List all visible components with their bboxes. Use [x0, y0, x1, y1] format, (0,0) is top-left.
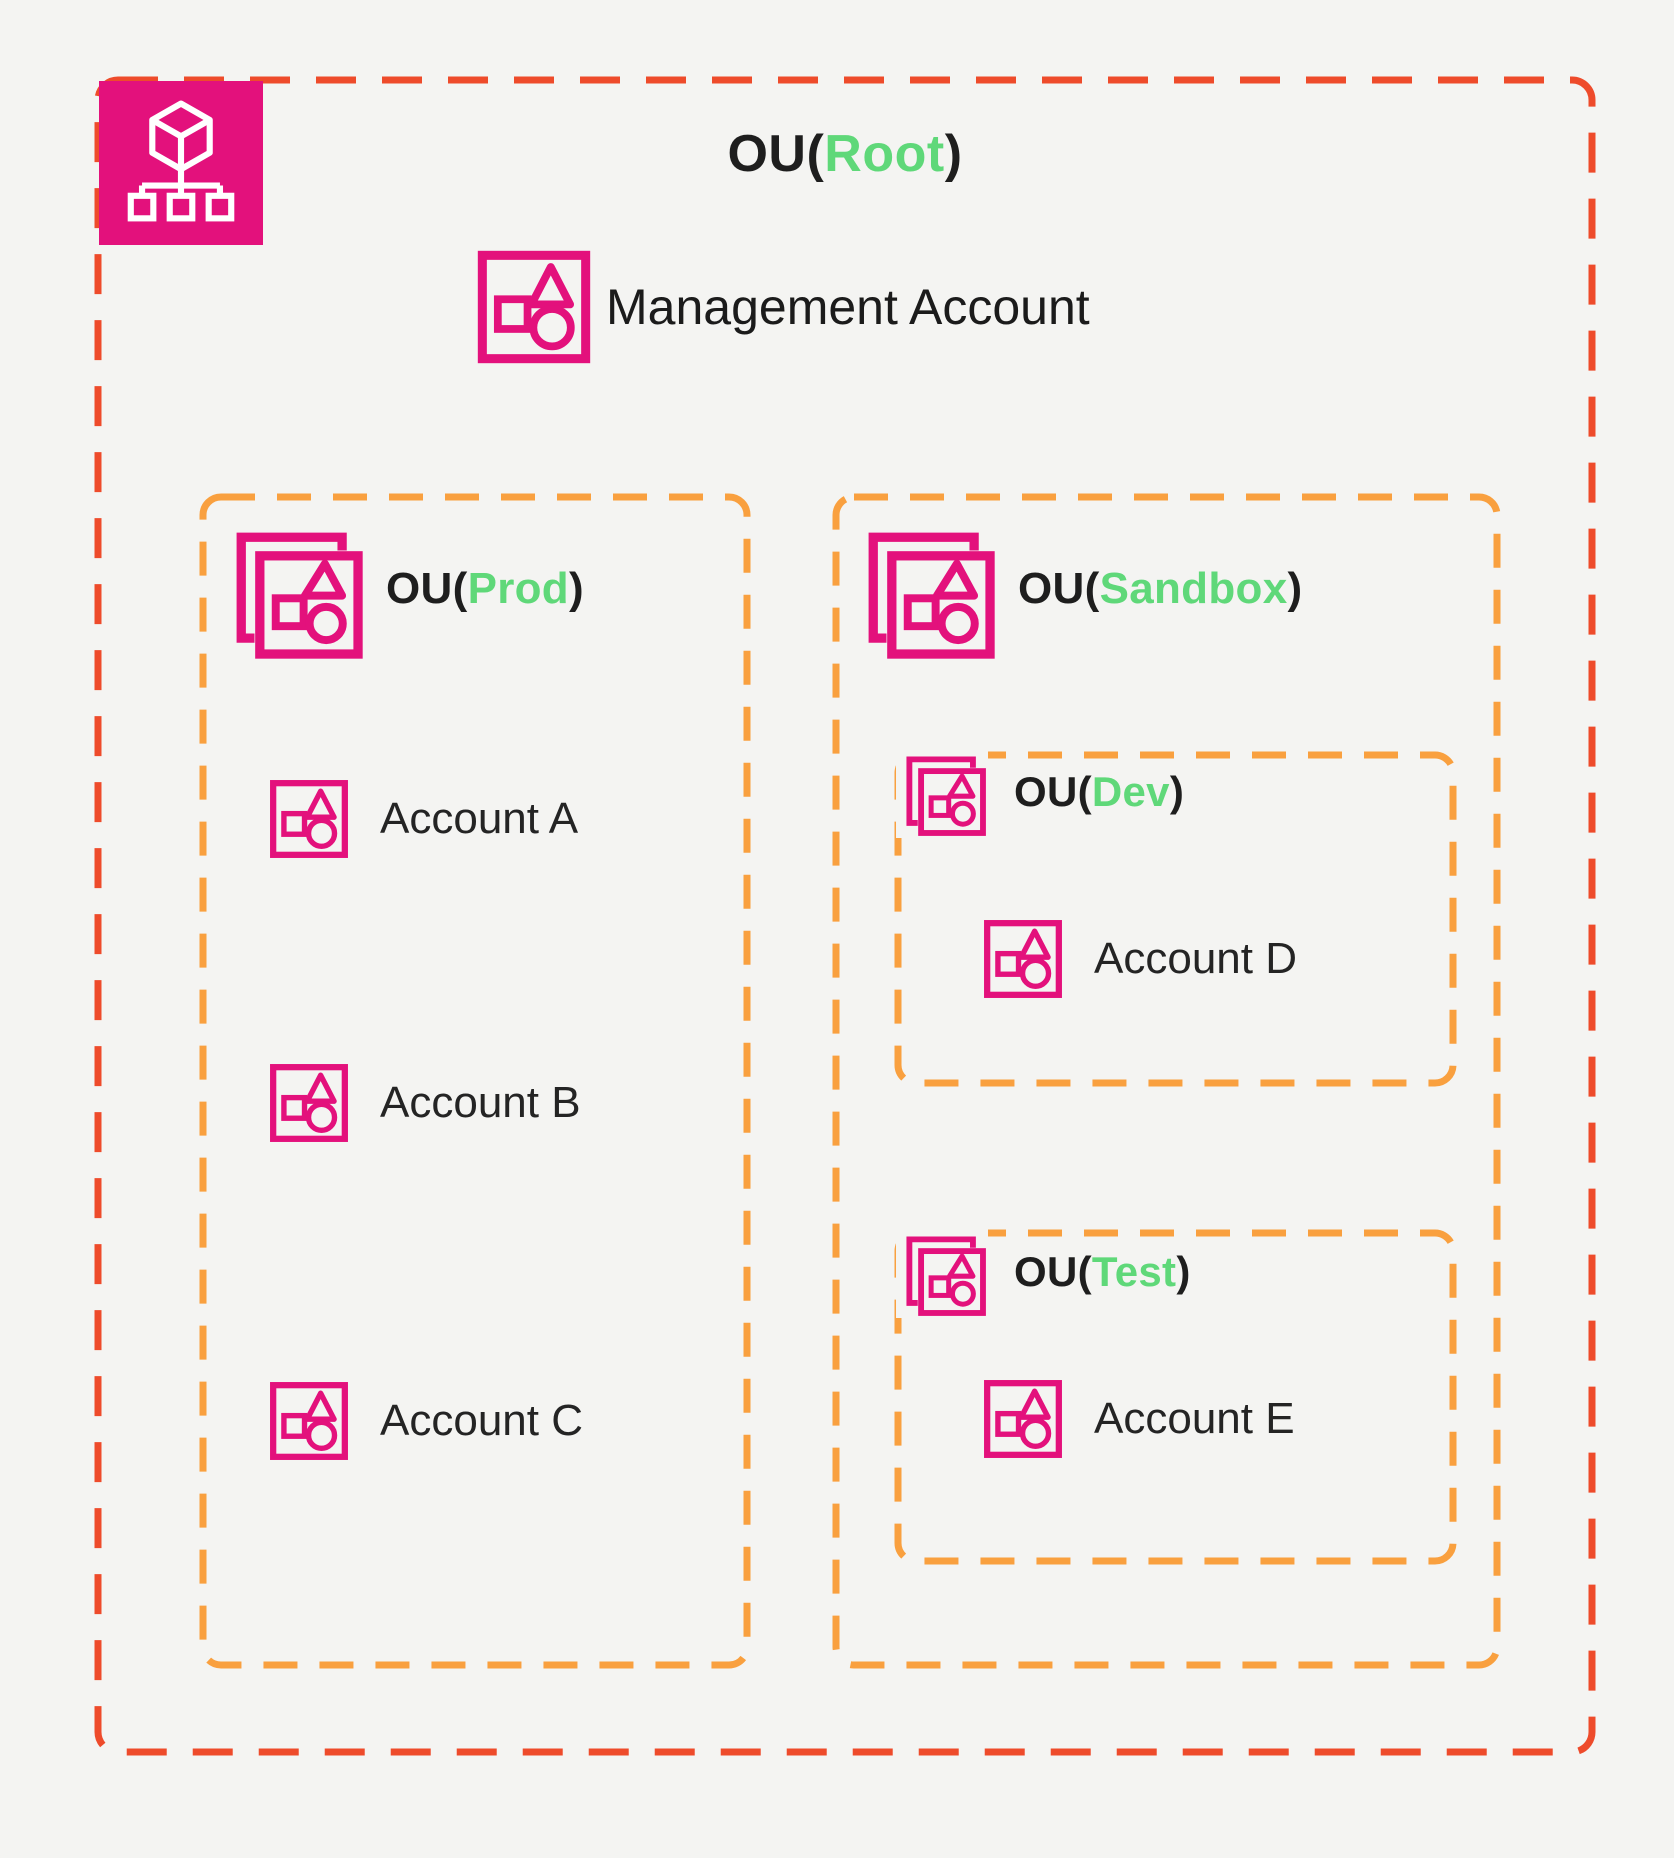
ou-icon — [852, 516, 998, 662]
prod-ou-boundary — [199, 493, 751, 1669]
account-c-row: Account C — [266, 1378, 583, 1464]
management-account-label: Management Account — [606, 279, 1090, 335]
test-ou-boundary — [894, 1229, 1457, 1565]
root-ou-boundary — [94, 76, 1596, 1756]
account-d-label: Account D — [1094, 934, 1297, 983]
test-ou-label: OU(Test) — [1014, 1248, 1191, 1295]
sandbox-ou-header: OU(Sandbox) — [852, 516, 1302, 662]
prod-ou-header: OU(Prod) — [220, 516, 584, 662]
prod-ou-label: OU(Prod) — [386, 564, 584, 613]
account-icon — [980, 1376, 1066, 1462]
dev-ou-label: OU(Dev) — [1014, 768, 1185, 815]
sandbox-ou-boundary — [832, 493, 1501, 1669]
test-ou-header: OU(Test) — [896, 1226, 1191, 1318]
account-icon — [472, 245, 596, 369]
account-icon — [266, 1060, 352, 1146]
ou-icon — [896, 746, 988, 838]
sandbox-ou-label: OU(Sandbox) — [1018, 564, 1303, 613]
management-account-row: Management Account — [472, 245, 1090, 369]
account-e-row: Account E — [980, 1376, 1295, 1462]
account-icon — [266, 1378, 352, 1464]
account-a-label: Account A — [380, 794, 579, 843]
dev-ou-header: OU(Dev) — [896, 746, 1184, 838]
account-b-label: Account B — [380, 1078, 581, 1127]
root-ou-title: OU(Root) — [98, 124, 1592, 184]
account-e-label: Account E — [1094, 1394, 1295, 1443]
root-ou-close: ) — [944, 125, 963, 183]
account-icon — [980, 916, 1066, 1002]
root-ou-prefix: OU( — [727, 125, 825, 183]
account-a-row: Account A — [266, 776, 578, 862]
account-icon — [266, 776, 352, 862]
account-d-row: Account D — [980, 916, 1297, 1002]
organizations-service-icon — [99, 81, 263, 245]
ou-icon — [220, 516, 366, 662]
ou-icon — [896, 1226, 988, 1318]
dev-ou-boundary — [894, 751, 1457, 1087]
root-ou-name: Root — [824, 125, 945, 183]
account-b-row: Account B — [266, 1060, 581, 1146]
account-c-label: Account C — [380, 1396, 583, 1445]
